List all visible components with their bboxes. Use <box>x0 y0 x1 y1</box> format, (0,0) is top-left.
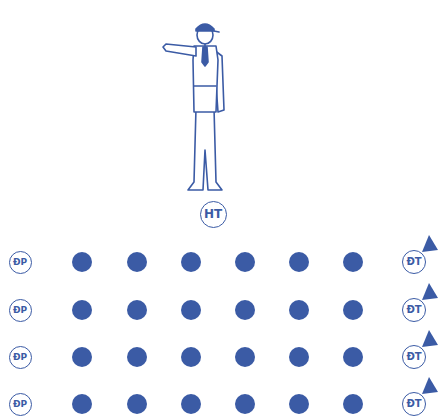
soldier-dot <box>235 347 255 367</box>
flag-symbol <box>422 283 438 300</box>
position-circle: ĐT <box>402 298 426 322</box>
position-circle: ĐP <box>9 346 32 369</box>
soldier-dot <box>235 252 255 272</box>
position-label: ĐT <box>406 305 421 315</box>
position-circle: ĐT <box>402 250 426 274</box>
soldier-dot <box>72 252 92 272</box>
soldier-dot <box>235 394 255 414</box>
soldier-dot <box>181 394 201 414</box>
position-circle: ĐT <box>402 392 426 416</box>
position-circle: ĐP <box>9 299 32 322</box>
soldier-dot <box>72 394 92 414</box>
soldier-dot <box>289 347 309 367</box>
soldier-dot <box>343 252 363 272</box>
soldier-dot <box>343 394 363 414</box>
position-circle: HT <box>200 201 227 228</box>
position-circle: ĐP <box>9 251 32 274</box>
position-label: ĐT <box>406 257 421 267</box>
soldier-dot <box>289 394 309 414</box>
flag-symbol <box>422 330 438 347</box>
soldier-dot <box>127 252 147 272</box>
position-label: ĐT <box>406 399 421 409</box>
soldier-dot <box>181 300 201 320</box>
officer-figure <box>163 24 224 190</box>
formation-dots <box>72 235 438 414</box>
soldier-dot <box>343 347 363 367</box>
soldier-dot <box>343 300 363 320</box>
position-label: ĐP <box>13 306 27 315</box>
soldier-dot <box>181 347 201 367</box>
soldier-dot <box>127 300 147 320</box>
position-circle: ĐT <box>402 345 426 369</box>
soldier-dot <box>289 252 309 272</box>
position-label: ĐT <box>406 352 421 362</box>
position-label: ĐP <box>13 400 27 409</box>
soldier-dot <box>289 300 309 320</box>
soldier-dot <box>127 394 147 414</box>
flag-symbol <box>422 235 438 252</box>
soldier-dot <box>72 347 92 367</box>
soldier-dot <box>235 300 255 320</box>
soldier-dot <box>181 252 201 272</box>
position-label: ĐP <box>13 353 27 362</box>
soldier-dot <box>127 347 147 367</box>
position-label: HT <box>204 208 222 220</box>
position-label: ĐP <box>13 258 27 267</box>
flag-symbol <box>422 377 438 394</box>
soldier-dot <box>72 300 92 320</box>
position-circle: ĐP <box>9 393 32 416</box>
